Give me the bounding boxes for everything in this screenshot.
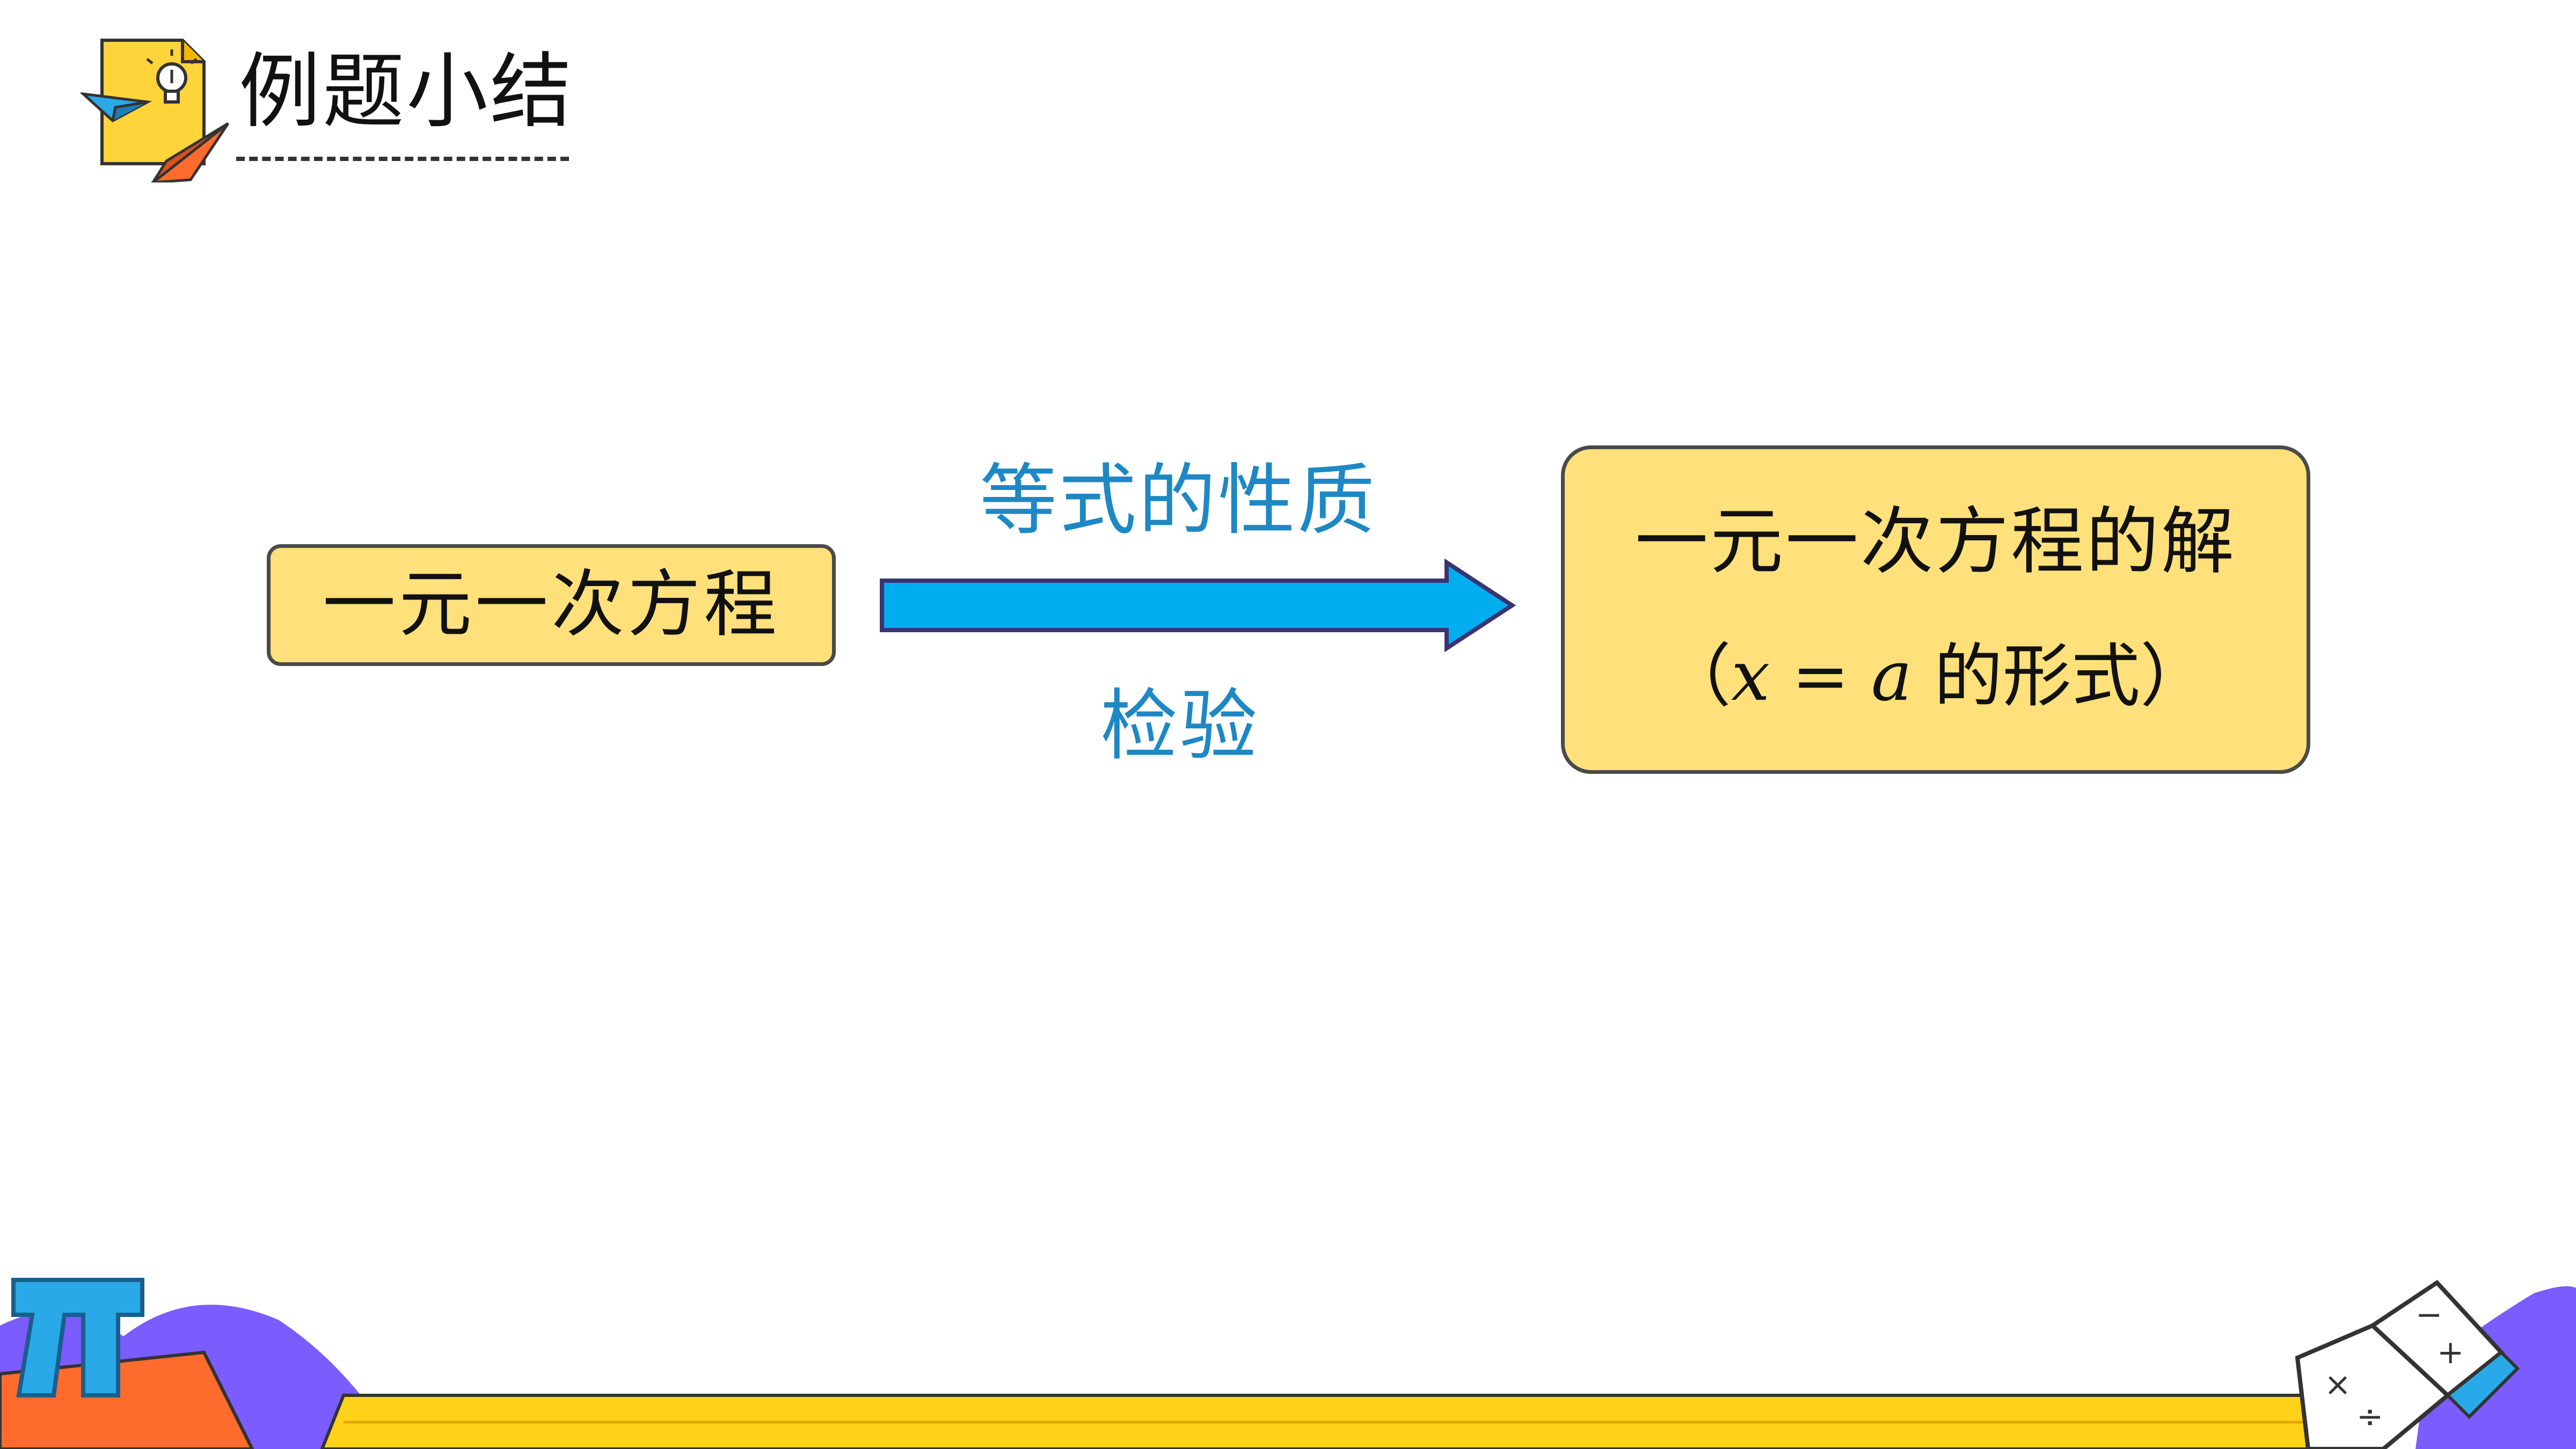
right-arrow-icon — [880, 558, 1516, 652]
lightbulb-paper-plane-icon — [81, 39, 230, 182]
result-box: 一元一次方程的解 （x = a 的形式） — [1561, 445, 2310, 774]
svg-text:−: − — [2416, 1296, 2442, 1334]
result-box-line1: 一元一次方程的解 — [1635, 500, 2236, 584]
svg-text:×: × — [2324, 1366, 2351, 1403]
svg-text:+: + — [2437, 1334, 2464, 1371]
pi-icon — [11, 1278, 144, 1397]
source-box: 一元一次方程 — [267, 544, 836, 666]
result-box-line2-rest: 的形式） — [1912, 636, 2209, 716]
math-expression: x = a — [1731, 636, 1913, 716]
footer-decoration: × ÷ − + — [0, 1278, 2576, 1449]
open-paren: （ — [1662, 636, 1732, 716]
arrow-label-bottom: 检验 — [1100, 680, 1260, 771]
result-box-line2: （x = a 的形式） — [1565, 642, 2307, 711]
title-underline — [236, 157, 569, 161]
source-box-label: 一元一次方程 — [323, 562, 780, 647]
svg-text:÷: ÷ — [2356, 1398, 2383, 1436]
page-title: 例题小结 — [239, 44, 574, 139]
arrow-label-top: 等式的性质 — [980, 455, 1377, 545]
open-book-icon: × ÷ − + — [2295, 1279, 2520, 1449]
